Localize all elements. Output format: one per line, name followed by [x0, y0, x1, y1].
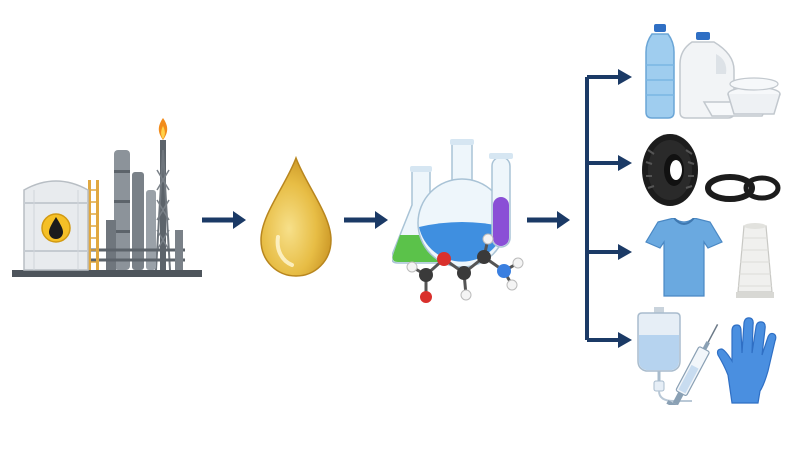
- oil-drop-icon: [256, 155, 336, 280]
- lab-flasks-molecule-icon: [392, 135, 540, 310]
- arrow-chemicals-to-branch: [527, 211, 570, 229]
- arrow-oil-to-chemicals: [344, 211, 388, 229]
- branch-connector: [585, 69, 632, 348]
- shirt-and-yarn-icon: [634, 218, 784, 300]
- iv-bag-syringe-glove-icon: [634, 305, 784, 405]
- arrow-refinery-to-oil: [202, 211, 246, 229]
- oil-refinery-icon: [10, 110, 205, 285]
- plastic-bottles-containers-icon: [634, 20, 784, 125]
- tire-and-rings-icon: [634, 130, 784, 210]
